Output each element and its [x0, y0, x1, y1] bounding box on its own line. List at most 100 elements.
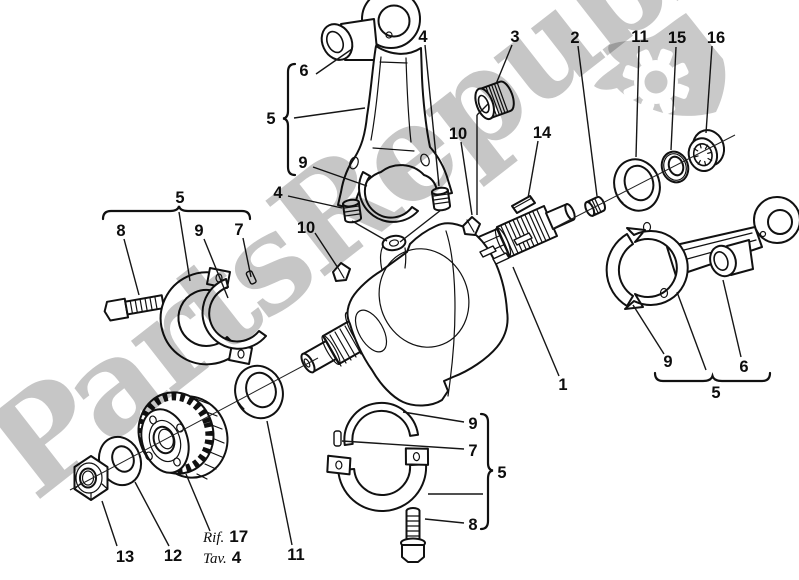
- dowel-pin: [333, 430, 342, 447]
- rif-row: Rif. 17: [203, 527, 293, 548]
- callout-line-16: [705, 45, 713, 134]
- big-end-bearing-shell: [605, 233, 634, 307]
- bushing-bore: [713, 251, 729, 271]
- rod-cap-group-left: [103, 267, 267, 366]
- bracket-cap-left-assembly: [101, 205, 252, 221]
- bolt-head: [401, 544, 425, 563]
- thrust-washer-bore: [245, 371, 277, 409]
- small-end-bore: [377, 4, 411, 38]
- callout-label-6: 6: [299, 62, 308, 80]
- screw-top: [341, 198, 360, 208]
- web-separation-line: [445, 230, 456, 397]
- bolt-head: [103, 297, 130, 322]
- big-end: [624, 227, 689, 310]
- woodruff-key: [332, 262, 351, 282]
- tav-row: Tav. 4: [203, 548, 293, 569]
- callout-label-9: 9: [663, 353, 672, 371]
- rod-body: [337, 45, 453, 211]
- key-edge: [336, 265, 345, 279]
- pin-body: [245, 270, 257, 285]
- callout-line-7: [242, 237, 252, 278]
- oil-hole: [385, 31, 393, 39]
- callout-label-5: 5: [497, 464, 506, 482]
- callout-label-16: 16: [707, 29, 725, 47]
- callout-label-4: 4: [418, 28, 428, 46]
- washer-bore: [111, 445, 135, 473]
- callout-line-15: [670, 46, 677, 151]
- rod-ibeam-lines: [370, 56, 415, 152]
- bolt-hole: [642, 221, 652, 233]
- callout-label-7: 7: [234, 221, 243, 239]
- thread-hatching: [324, 322, 367, 367]
- ring-nut: [687, 129, 726, 173]
- nut-chamfer: [75, 462, 103, 494]
- callout-label-14: 14: [533, 124, 552, 142]
- callout-label-7: 7: [468, 442, 477, 460]
- callout-line-9: [312, 166, 368, 187]
- callout-line-8: [424, 518, 465, 524]
- screw-top: [430, 186, 449, 196]
- callout-line-9: [402, 411, 465, 423]
- rod-cap-group-bottom: [326, 401, 430, 563]
- tav-label: Tav.: [203, 551, 227, 567]
- leader-line: [185, 473, 211, 532]
- callout-line-14: [527, 140, 539, 199]
- connecting-rod-rear: [605, 196, 799, 310]
- leader-line: [351, 220, 388, 242]
- callout-line-6: [315, 48, 353, 75]
- shaft-step: [494, 227, 512, 257]
- shaft-step: [321, 334, 341, 366]
- oil-hole: [759, 230, 767, 238]
- crank-pin-face: [381, 234, 407, 252]
- spline-ticks: [693, 143, 713, 166]
- callout-label-6: 6: [739, 358, 748, 376]
- callout-label-13: 13: [116, 548, 134, 566]
- callout-line-10: [314, 232, 339, 269]
- callout-line-7: [341, 440, 465, 450]
- key-slot: [492, 252, 510, 265]
- plug-bore: [477, 94, 490, 114]
- callout-label-11: 11: [631, 28, 648, 46]
- callout-label-9: 9: [194, 222, 203, 240]
- dowel-pin: [245, 270, 257, 285]
- callout-line-2: [577, 45, 598, 197]
- bearing-shell: [343, 401, 420, 447]
- lightening-hole: [173, 457, 181, 467]
- thread-hatching: [129, 295, 158, 315]
- bracket-rod-front-assembly: [282, 62, 297, 177]
- callout-label-5: 5: [175, 189, 184, 207]
- bearing-shell: [201, 278, 267, 350]
- tav-number: 4: [231, 548, 242, 567]
- thrust-washer-bore: [623, 164, 655, 202]
- bolt-hole: [659, 287, 669, 299]
- journal-boss-contour: [354, 309, 388, 353]
- leader-line: [178, 211, 191, 282]
- crank-right-face: [564, 203, 576, 221]
- callout-line-11: [266, 420, 293, 546]
- callout-label-12: 12: [164, 547, 182, 565]
- key-edge: [466, 219, 475, 233]
- drawing-reference: Rif. 17 Tav. 4: [203, 527, 293, 569]
- callout-line-9: [203, 238, 229, 299]
- connecting-rod-front: [320, 0, 453, 223]
- callout-line-8: [123, 238, 140, 296]
- callout-label-8: 8: [468, 516, 477, 534]
- callout-line-10: [460, 141, 473, 216]
- assembly-axis-line: [69, 357, 319, 491]
- bracket-rod-rear-assembly: [653, 371, 772, 383]
- crank-pin-oil-hole: [388, 239, 400, 247]
- callout-label-15: 15: [668, 29, 686, 47]
- leader-line: [676, 291, 707, 371]
- callout-label-9: 9: [468, 415, 477, 433]
- cap-lug: [326, 454, 352, 476]
- callout-label-1: 1: [558, 376, 567, 394]
- callout-label-3: 3: [510, 28, 519, 46]
- lightening-hole: [176, 423, 184, 433]
- callout-label-11: 11: [287, 546, 304, 564]
- washer-thickness: [238, 402, 245, 410]
- washer-thickness: [617, 196, 624, 204]
- cap-bolt: [103, 294, 165, 322]
- rod-cap: [337, 462, 428, 512]
- key-slot: [479, 245, 497, 258]
